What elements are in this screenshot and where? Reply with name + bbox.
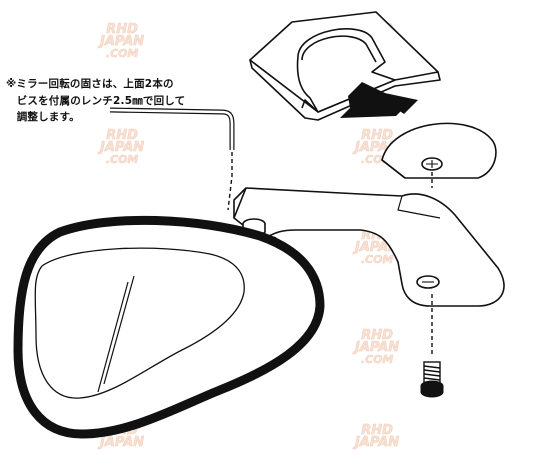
- mounting-screw-icon: [420, 361, 444, 398]
- watermark: RHD JAPAN .COM: [100, 128, 145, 166]
- hex-wrench-icon: [109, 107, 235, 150]
- mounting-cover-plate: [249, 11, 441, 121]
- alignment-dashed-line: [227, 152, 433, 354]
- adjustment-note-line-2: ビスを付属のレンチ2.5㎜で回して: [6, 95, 186, 107]
- adjustment-note-line-1: ※ミラー回転の固さは、上面2本の: [6, 78, 174, 90]
- assembly-arrow-icon: [340, 82, 418, 118]
- mirror-head: [13, 215, 325, 439]
- watermark: RHD JAPAN .COM: [100, 22, 145, 60]
- adjustment-note-line-3: 調整します。: [6, 111, 80, 123]
- mirror-arm-bracket: [233, 187, 505, 307]
- base-plate: [381, 122, 497, 179]
- watermark: RHD JAPAN: [355, 423, 400, 451]
- watermark: RHD JAPAN .COM: [355, 328, 400, 366]
